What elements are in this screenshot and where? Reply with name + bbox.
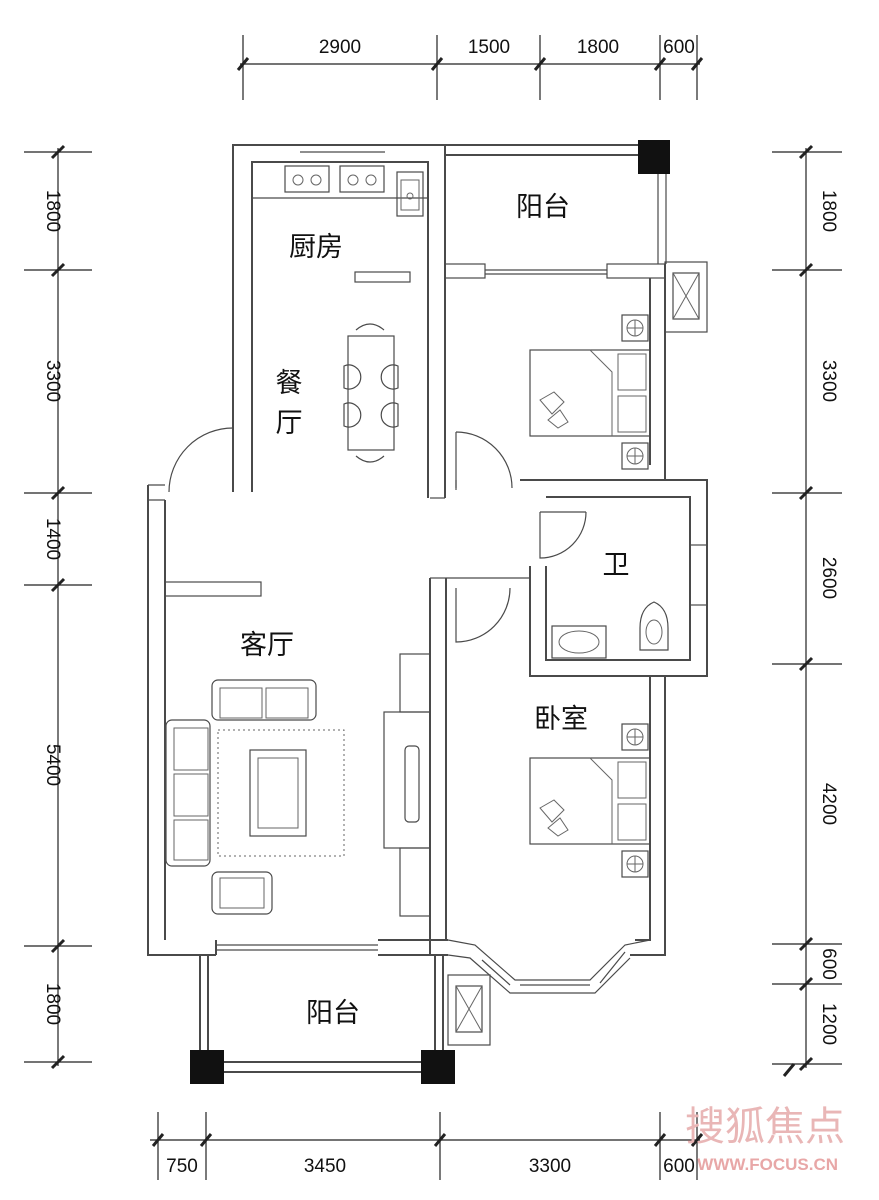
living-furniture <box>165 653 431 917</box>
dim-left-5: 1800 <box>42 983 63 1025</box>
dim-right-6: 1200 <box>818 1003 839 1045</box>
sink-icon <box>396 171 424 217</box>
dim-bottom-2: 3450 <box>304 1156 346 1177</box>
doors <box>168 427 587 643</box>
dim-top-2: 1500 <box>468 37 510 58</box>
watermark-logo: 搜狐焦点 <box>685 1104 845 1150</box>
dim-right-5: 600 <box>818 948 839 980</box>
dimension-labels-left: 1800 3300 1400 5400 1800 <box>42 190 63 1025</box>
column-bottom-left <box>190 1050 224 1084</box>
chair-icon <box>343 364 362 390</box>
dimension-labels-bottom: 750 3450 3300 600 <box>166 1156 695 1177</box>
dimension-labels-right: 1800 3300 2600 4200 600 1200 <box>818 190 839 1045</box>
chair-icon <box>380 364 399 390</box>
walls <box>147 144 708 1073</box>
room-label-balcony-top: 阳台 <box>516 192 570 223</box>
toilet-icon <box>639 601 669 651</box>
tv-cabinet-icon <box>383 711 431 849</box>
dim-top-1: 2900 <box>319 37 361 58</box>
rug-icon <box>217 729 345 857</box>
armchair-icon <box>211 871 273 915</box>
room-label-bathroom: 卫 <box>603 550 630 581</box>
columns <box>190 140 670 1084</box>
dim-top-4: 600 <box>663 37 695 58</box>
bed-icon <box>529 757 651 845</box>
nightstand-icon <box>621 850 649 878</box>
watermark-url: WWW.FOCUS.CN <box>697 1155 838 1174</box>
coffee-table-icon <box>249 749 307 837</box>
dimension-lines <box>24 35 842 1180</box>
dim-right-1: 1800 <box>818 190 839 232</box>
room-label-dining-1: 餐 <box>276 368 303 399</box>
bathroom-fixtures <box>551 601 669 659</box>
dining-table <box>343 323 399 463</box>
dim-left-3: 1400 <box>42 518 63 560</box>
door-entry <box>168 427 234 493</box>
washbasin-icon <box>551 625 607 659</box>
tv-icon <box>404 745 420 823</box>
dim-left-1: 1800 <box>42 190 63 232</box>
room-label-bedroom: 卧室 <box>534 704 588 735</box>
table-icon <box>347 335 395 451</box>
room-labels: 厨房 餐 厅 阳台 卫 客厅 卧室 阳台 <box>240 192 630 1029</box>
dim-right-3: 2600 <box>818 557 839 599</box>
chair-icon <box>343 402 362 428</box>
stove-icon <box>284 165 330 193</box>
dim-bottom-1: 750 <box>166 1156 198 1177</box>
nightstand-icon <box>621 723 649 751</box>
dim-bottom-4: 600 <box>663 1156 695 1177</box>
door-bedroom-1 <box>455 431 513 489</box>
bedroom-1-furniture <box>529 314 651 470</box>
room-label-kitchen: 厨房 <box>289 232 343 263</box>
nightstand-icon <box>621 314 649 342</box>
dim-left-4: 5400 <box>42 744 63 786</box>
dim-right-2: 3300 <box>818 360 839 402</box>
column-top-right <box>638 140 670 174</box>
bedroom-2-furniture <box>529 723 651 878</box>
room-label-living: 客厅 <box>240 630 294 661</box>
dim-bottom-3: 3300 <box>529 1156 571 1177</box>
door-bathroom <box>539 511 587 559</box>
kitchen-fixtures <box>284 165 424 217</box>
room-label-dining-2: 厅 <box>276 408 303 439</box>
sofa-icon <box>211 679 317 721</box>
sofa-icon <box>165 719 211 867</box>
dim-right-4: 4200 <box>818 783 839 825</box>
dim-left-2: 3300 <box>42 360 63 402</box>
door-bedroom-2 <box>455 587 511 643</box>
column-bottom-center <box>421 1050 455 1084</box>
dim-top-3: 1800 <box>577 37 619 58</box>
chair-icon <box>380 402 399 428</box>
watermark: 搜狐焦点 WWW.FOCUS.CN <box>685 1104 845 1174</box>
nightstand-icon <box>621 442 649 470</box>
bed-icon <box>529 349 651 437</box>
dimension-labels-top: 2900 1500 1800 600 <box>319 37 695 58</box>
stove-icon <box>339 165 385 193</box>
room-label-balcony-bottom: 阳台 <box>306 998 360 1029</box>
